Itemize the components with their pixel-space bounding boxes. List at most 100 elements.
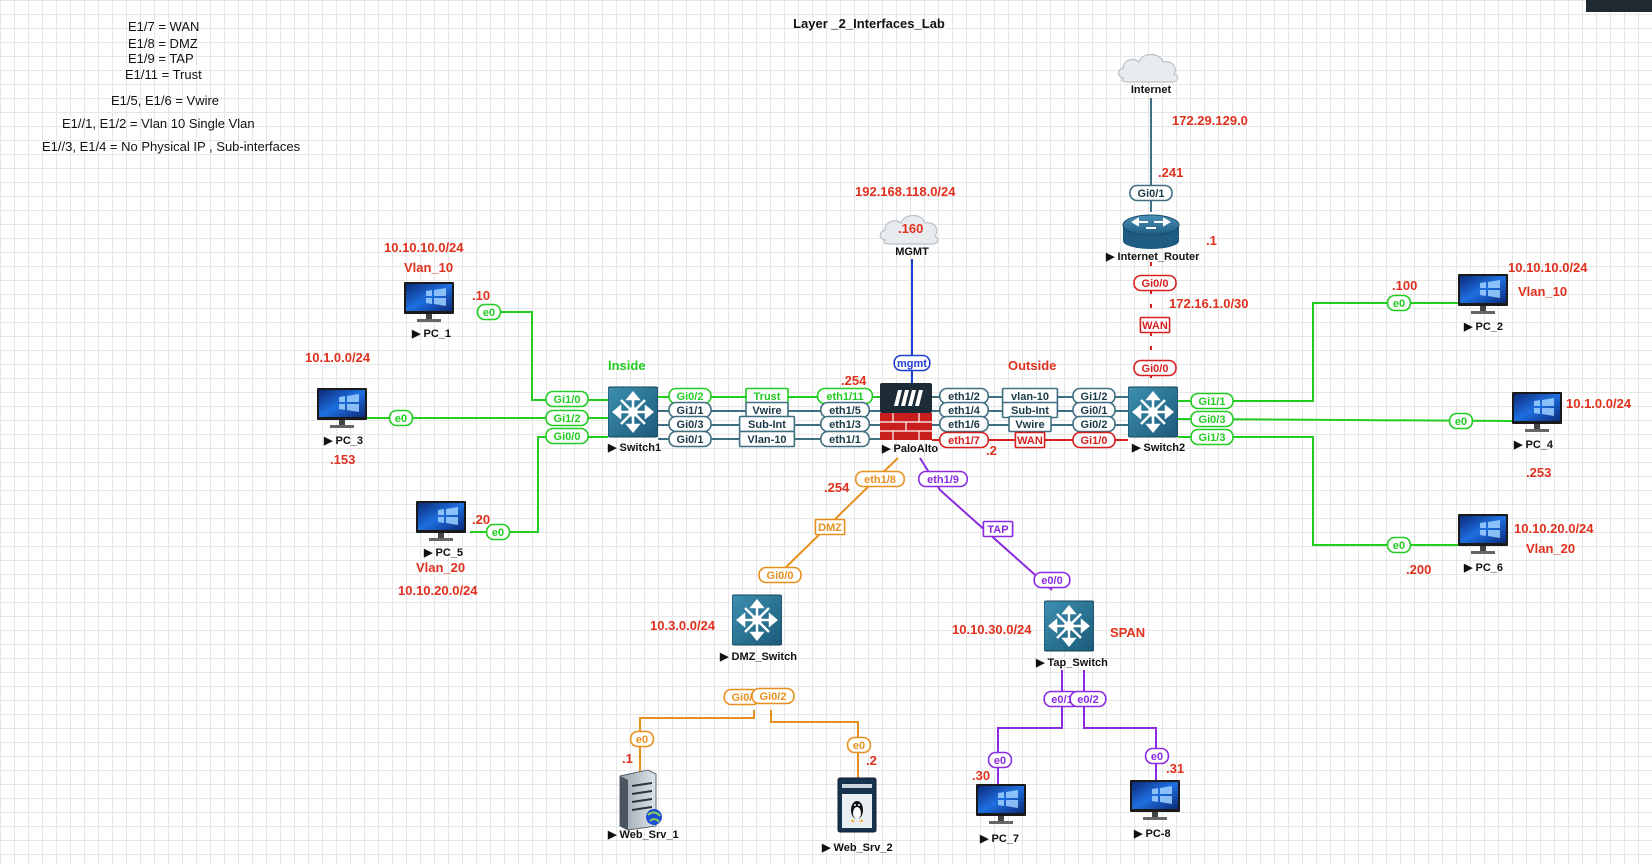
paloalto-ip-2: .2 (986, 443, 997, 458)
pc-1-icon[interactable] (404, 282, 454, 322)
pc3-ip-label: .153 (330, 452, 355, 467)
paloalto-ip-254: .254 (841, 373, 867, 388)
port-label-box (893, 354, 931, 372)
link-pc1-switch1 (489, 311, 608, 401)
port-label: e0 (492, 527, 504, 539)
port-label-box (1386, 294, 1412, 312)
link-dmz-srv2 (770, 710, 859, 784)
web-srv-1-icon[interactable] (619, 769, 662, 831)
pc5-ip-label: .20 (472, 512, 490, 527)
port-label: e0/2 (1077, 694, 1098, 706)
port-label: Vwire (1015, 419, 1044, 431)
pc-6-label: ▶ PC_6 (1463, 562, 1503, 574)
dmz-switch-icon[interactable] (732, 594, 782, 646)
port-label-box (485, 523, 511, 541)
dmz-ip-254: .254 (824, 480, 850, 495)
port-label-box (751, 687, 795, 705)
port-label: Gi0/1 (1138, 188, 1165, 200)
port-label: vlan-10 (1011, 391, 1049, 403)
port-label: Gi1/2 (554, 413, 581, 425)
internet-router-icon[interactable] (1122, 214, 1180, 249)
port-label: Gi0/2 (760, 691, 787, 703)
pc-2-icon[interactable] (1458, 274, 1508, 314)
port-label: Gi0/2 (1081, 419, 1108, 431)
port-label-box (1190, 392, 1234, 410)
web-srv-2-ip: .2 (866, 753, 877, 768)
wan-network-label: 172.16.1.0/30 (1169, 296, 1249, 311)
port-label: Gi0/0 (1142, 363, 1169, 375)
port-label: WAN (1142, 320, 1168, 332)
switch1-icon[interactable] (608, 386, 658, 438)
switch2-icon[interactable] (1128, 386, 1178, 438)
pc-4-label: ▶ PC_4 (1513, 439, 1554, 451)
tap-network-label: 10.10.30.0/24 (952, 622, 1032, 637)
pc1-network-label: 10.10.10.0/24 (384, 240, 464, 255)
port-label-box (1190, 410, 1234, 428)
port-label-box (545, 427, 589, 445)
port-label-box (938, 415, 989, 433)
port-label: e0 (853, 740, 865, 752)
diagram-title: Layer _2_Interfaces_Lab (793, 16, 945, 31)
pc-4-icon[interactable] (1512, 392, 1562, 432)
link-tap-pc8 (1083, 670, 1157, 784)
port-label-box (629, 730, 655, 748)
router-ip-1: .1 (1206, 233, 1217, 248)
port-label: eth1/4 (948, 405, 981, 417)
port-label: Gi1/1 (1199, 396, 1226, 408)
port-label-box (819, 430, 870, 448)
link-switch2-pc6 (1178, 436, 1458, 546)
web-srv-1-label: ▶ Web_Srv_1 (607, 829, 679, 841)
port-label: Gi0/3 (677, 419, 704, 431)
pc-7-label: ▶ PC_7 (979, 833, 1019, 845)
port-label: Trust (754, 391, 781, 403)
port-label: WAN (1017, 435, 1043, 447)
legend-line: E1/8 = DMZ (128, 36, 198, 51)
port-label-box (814, 518, 846, 536)
pc-8-icon[interactable] (1130, 780, 1180, 820)
port-label-box (668, 430, 712, 448)
pc-3-label: ▶ PC_3 (323, 435, 363, 447)
port-label-box (1448, 412, 1474, 430)
port-label-box (1190, 428, 1234, 446)
port-label: e0 (1455, 416, 1467, 428)
port-label-box (758, 566, 802, 584)
pc-3-icon[interactable] (317, 388, 367, 428)
inside-label: Inside (608, 358, 646, 373)
port-label-box (1014, 431, 1046, 449)
pc6-ip-label: .200 (1406, 562, 1431, 577)
pc1-vlan-label: Vlan_10 (404, 260, 453, 275)
internet-network-label: 172.29.129.0 (1172, 113, 1248, 128)
port-label: Gi0/1 (677, 434, 704, 446)
pc-2-label: ▶ PC_2 (1463, 321, 1503, 333)
tap-switch-icon[interactable] (1044, 600, 1094, 652)
paloalto-label: ▶ PaloAlto (881, 443, 938, 455)
pc4-network-label: 10.1.0.0/24 (1566, 396, 1632, 411)
links (356, 98, 1513, 786)
web-srv-2-icon[interactable] (837, 777, 877, 833)
pc-5-icon[interactable] (416, 501, 466, 541)
port-label: Gi1/0 (1081, 435, 1108, 447)
port-label: Vlan-10 (747, 434, 786, 446)
port-label-box (1133, 359, 1177, 377)
port-label: eth1/11 (826, 391, 863, 403)
pc2-vlan-label: Vlan_10 (1518, 284, 1567, 299)
link-paloalto-tap (919, 457, 1053, 591)
pc6-vlan-label: Vlan_20 (1526, 541, 1575, 556)
legend-line: E1/9 = TAP (128, 51, 194, 66)
legend-line: E1/11 = Trust (125, 67, 202, 82)
pc5-vlan-label: Vlan_20 (416, 560, 465, 575)
port-label: Gi1/0 (554, 394, 581, 406)
pc-6-icon[interactable] (1458, 514, 1508, 554)
outside-label: Outside (1008, 358, 1056, 373)
pc-7-icon[interactable] (976, 784, 1026, 824)
port-label-box (854, 470, 905, 488)
port-label-box (846, 736, 872, 754)
port-label: Gi0/0 (767, 570, 794, 582)
port-label-box (738, 430, 796, 448)
port-label: Gi1/2 (1081, 391, 1108, 403)
web-srv-2-label: ▶ Web_Srv_2 (821, 842, 893, 854)
mgmt-ip-label: .160 (898, 221, 923, 236)
dmz-switch-label: ▶ DMZ_Switch (719, 651, 797, 663)
port-label: TAP (987, 524, 1008, 536)
paloalto-icon[interactable] (880, 383, 932, 440)
